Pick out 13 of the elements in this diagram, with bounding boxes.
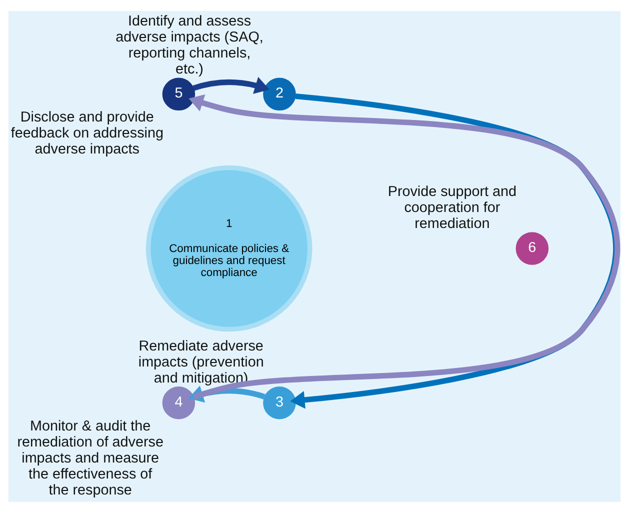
arrow xyxy=(188,94,620,400)
node-label: Identify and assess adverse impacts (SAQ, reporting channels, etc.) xyxy=(116,13,264,78)
node-label: Remediate adverse impacts (prevention and mitigation) xyxy=(138,338,264,386)
node-circle: 4 xyxy=(162,386,196,419)
arrow xyxy=(192,76,270,94)
node-circle: 3 xyxy=(263,386,296,419)
node-circle: 5 xyxy=(162,77,196,110)
node-label: Disclose and provide feedback on addressing adverse impacts xyxy=(10,109,164,158)
node-circle: 1 Communicate policies & guidelines and request compliance xyxy=(146,164,312,332)
node-circle: 6 xyxy=(516,232,549,264)
node-label: Monitor & audit the remediation of adverse impacts and measure the effectiveness of the response xyxy=(17,418,164,498)
node-label: Provide support and cooperation for remediation xyxy=(388,184,517,232)
node-circle: 2 xyxy=(263,77,296,110)
